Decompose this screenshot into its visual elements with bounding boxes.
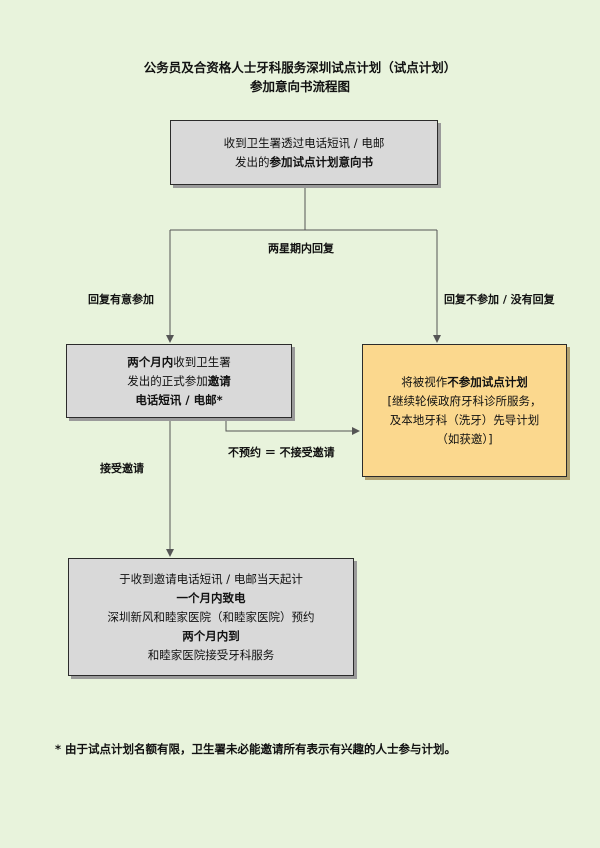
book-line4: 两个月内到 [182,628,240,643]
invite-line1-bold: 两个月内 [127,354,174,369]
book-line2: 一个月内致电 [176,590,246,605]
box-receive-intention-letter: 收到卫生署透过电话短讯 / 电邮 发出的参加试点计划意向书 [170,120,438,185]
book-line5: 和睦家医院接受牙科服务 [147,647,275,662]
notjoin-line4: （如获邀）] [436,431,493,446]
label-two-weeks: 两星期内回复 [268,242,334,255]
book-line3: 深圳新风和睦家医院（和睦家医院）预约 [107,609,315,624]
receive-line1: 收到卫生署透过电话短讯 / 电邮 [223,135,385,150]
notjoin-line1-pre: 将被视作 [401,374,448,389]
label-no-booking: 不预约 ＝ 不接受邀请 [228,446,335,459]
invite-line2-pre: 发出的正式参加 [127,373,208,388]
box-formal-invitation: 两个月内收到卫生署 发出的正式参加邀请 电话短讯 / 电邮* [66,344,292,418]
receive-line2: 发出的参加试点计划意向书 [235,153,373,172]
label-accept-invitation: 接受邀请 [100,462,144,475]
notjoin-line2: [继续轮候政府牙科诊所服务， [387,393,542,408]
invite-line2-bold: 邀请 [207,373,231,388]
notjoin-line3: 及本地牙科（洗牙）先导计划 [389,412,540,427]
footnote: * 由于试点计划名额有限，卫生署未必能邀请所有表示有兴趣的人士参与计划。 [55,742,457,756]
notjoin-line1-bold: 不参加试点计划 [447,374,528,389]
invite-line2: 发出的正式参加邀请 [127,372,231,391]
label-reply-no: 回复不参加 / 没有回复 [444,293,555,306]
receive-line2-bold: 参加试点计划意向书 [269,154,374,169]
invite-line1-rest: 收到卫生署 [173,354,231,369]
invite-line1: 两个月内收到卫生署 [127,353,231,372]
box-book-appointment: 于收到邀请电话短讯 / 电邮当天起计 一个月内致电 深圳新风和睦家医院（和睦家医… [68,558,354,676]
notjoin-line1: 将被视作不参加试点计划 [401,373,528,392]
label-reply-yes: 回复有意参加 [88,293,154,306]
book-line1: 于收到邀请电话短讯 / 电邮当天起计 [119,571,303,586]
box-not-participate: 将被视作不参加试点计划 [继续轮候政府牙科诊所服务， 及本地牙科（洗牙）先导计划… [362,344,567,477]
diagram-title-line2: 参加意向书流程图 [249,79,350,94]
connector-no-booking [225,418,360,435]
receive-line2-pre: 发出的 [235,154,270,169]
diagram-title-line1: 公务员及合资格人士牙科服务深圳试点计划（试点计划） [143,60,457,75]
invite-line3: 电话短讯 / 电邮* [135,392,223,407]
